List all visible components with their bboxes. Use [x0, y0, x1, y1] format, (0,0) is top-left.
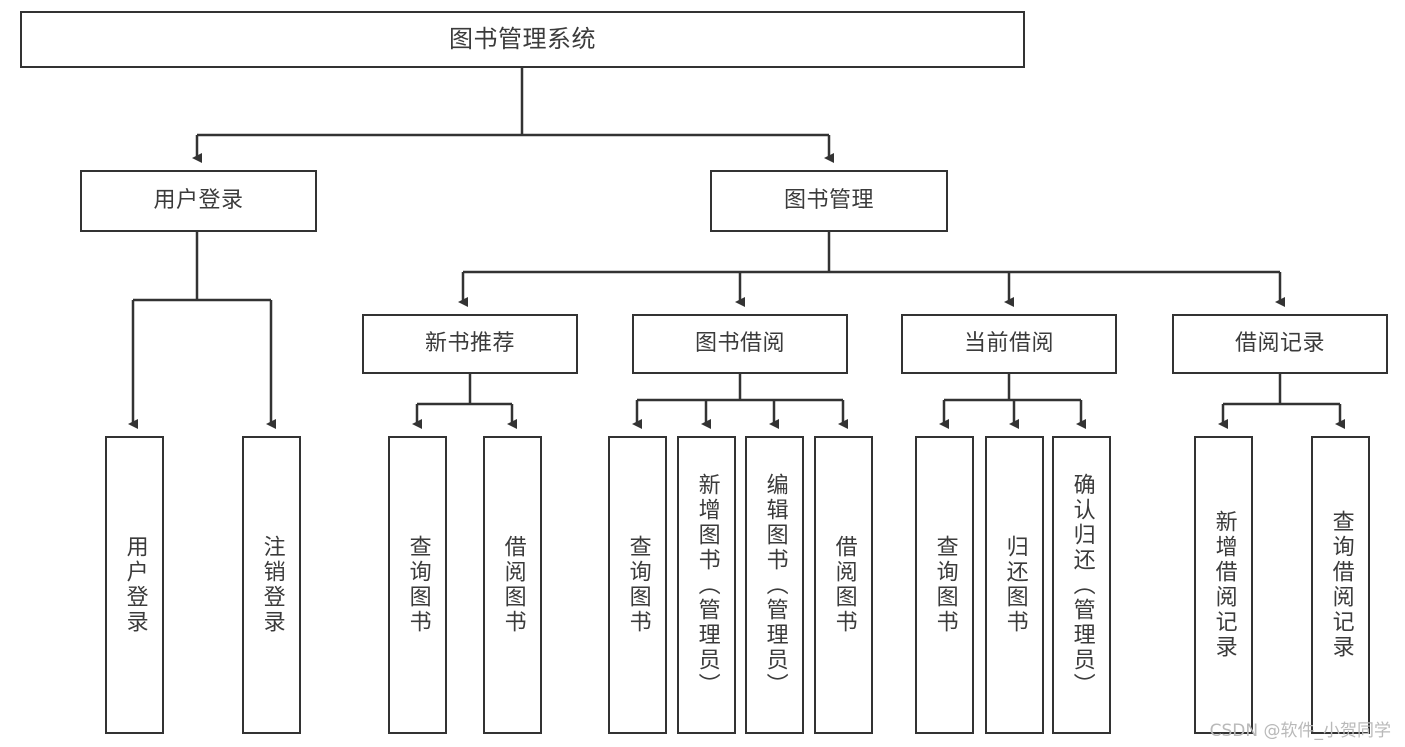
leaf-add-book-admin[interactable]: 新增图书（管理员） [677, 436, 736, 734]
node-label: 查询借阅记录 [1328, 510, 1354, 660]
leaf-user-login[interactable]: 用户登录 [105, 436, 164, 734]
node-book-management[interactable]: 图书管理 [710, 170, 948, 232]
leaf-query-book-borrow[interactable]: 查询图书 [608, 436, 667, 734]
node-label: 图书借阅 [694, 331, 785, 357]
node-label: 当前借阅 [963, 331, 1054, 357]
node-label: 借阅图书 [500, 535, 526, 635]
watermark: CSDN @软件_小贺同学 [1209, 721, 1391, 741]
node-root-system[interactable]: 图书管理系统 [20, 11, 1025, 68]
node-label: 归还图书 [1002, 535, 1028, 635]
node-user-login[interactable]: 用户登录 [80, 170, 317, 232]
leaf-borrow-book-newbook[interactable]: 借阅图书 [483, 436, 542, 734]
node-current-borrow[interactable]: 当前借阅 [901, 314, 1117, 374]
leaf-query-book-newbook[interactable]: 查询图书 [388, 436, 447, 734]
leaf-query-book-current[interactable]: 查询图书 [915, 436, 974, 734]
node-label: 查询图书 [405, 535, 431, 635]
leaf-confirm-return-admin[interactable]: 确认归还（管理员） [1052, 436, 1111, 734]
node-label: 确认归还（管理员） [1069, 472, 1095, 698]
leaf-add-borrow-record[interactable]: 新增借阅记录 [1194, 436, 1253, 734]
node-borrow-record[interactable]: 借阅记录 [1172, 314, 1388, 374]
node-label: 注销登录 [259, 535, 285, 635]
node-label: 用户登录 [153, 188, 244, 214]
node-label: 图书管理 [783, 188, 874, 214]
node-label: 借阅图书 [831, 535, 857, 635]
leaf-query-borrow-record[interactable]: 查询借阅记录 [1311, 436, 1370, 734]
node-label: 查询图书 [625, 535, 651, 635]
node-label: 图书管理系统 [449, 25, 596, 54]
node-new-book-recommend[interactable]: 新书推荐 [362, 314, 578, 374]
node-label: 新增图书（管理员） [694, 472, 720, 698]
leaf-return-book[interactable]: 归还图书 [985, 436, 1044, 734]
leaf-borrow-book[interactable]: 借阅图书 [814, 436, 873, 734]
leaf-logout[interactable]: 注销登录 [242, 436, 301, 734]
node-label: 新书推荐 [424, 331, 515, 357]
node-label: 用户登录 [122, 535, 148, 635]
node-label: 编辑图书（管理员） [762, 472, 788, 698]
node-label: 借阅记录 [1234, 331, 1325, 357]
node-book-borrow[interactable]: 图书借阅 [632, 314, 848, 374]
node-label: 查询图书 [932, 535, 958, 635]
node-label: 新增借阅记录 [1211, 510, 1237, 660]
leaf-edit-book-admin[interactable]: 编辑图书（管理员） [745, 436, 804, 734]
